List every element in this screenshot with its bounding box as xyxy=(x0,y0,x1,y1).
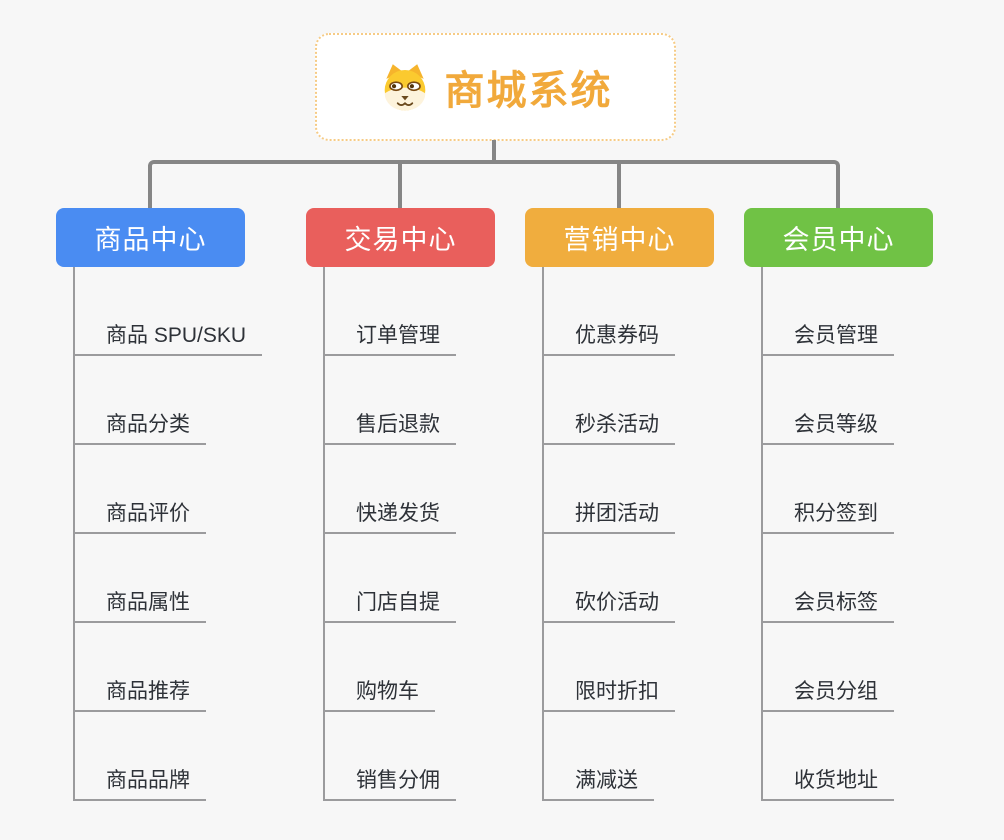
node-product-review: 商品评价 xyxy=(75,445,206,534)
node-product-spu-sku: 商品 SPU/SKU xyxy=(75,267,263,356)
branch-trade-center: 交易中心 订单管理 售后退款 快递发货 门店自提 购物车 销售分佣 xyxy=(306,208,536,801)
node-bargain-activity: 砍价活动 xyxy=(544,534,675,623)
node-spend-and-save: 满减送 xyxy=(544,712,654,801)
connector-drop-trade xyxy=(398,162,402,208)
node-coupon-code: 优惠券码 xyxy=(544,267,675,356)
node-member-group: 会员分组 xyxy=(763,623,894,712)
branch-children-marketing-center: 优惠券码 秒杀活动 拼团活动 砍价活动 限时折扣 满减送 xyxy=(542,267,675,801)
node-product-attribute: 商品属性 xyxy=(75,534,206,623)
node-shipping-address: 收货地址 xyxy=(763,712,894,801)
node-flash-sale: 秒杀活动 xyxy=(544,356,675,445)
node-group-buy: 拼团活动 xyxy=(544,445,675,534)
node-shopping-cart: 购物车 xyxy=(325,623,435,712)
node-order-management: 订单管理 xyxy=(325,267,456,356)
connector-bus xyxy=(148,160,840,208)
node-limited-time-discount: 限时折扣 xyxy=(544,623,675,712)
node-product-category: 商品分类 xyxy=(75,356,206,445)
branch-children-trade-center: 订单管理 售后退款 快递发货 门店自提 购物车 销售分佣 xyxy=(323,267,456,801)
node-member-tag: 会员标签 xyxy=(763,534,894,623)
branch-header-product-center: 商品中心 xyxy=(56,208,245,267)
node-sales-commission: 销售分佣 xyxy=(325,712,456,801)
branch-children-product-center: 商品 SPU/SKU 商品分类 商品评价 商品属性 商品推荐 商品品牌 xyxy=(73,267,263,801)
branch-header-member-center: 会员中心 xyxy=(744,208,933,267)
node-aftersale-refund: 售后退款 xyxy=(325,356,456,445)
node-points-checkin: 积分签到 xyxy=(763,445,894,534)
node-product-brand: 商品品牌 xyxy=(75,712,206,801)
node-express-delivery: 快递发货 xyxy=(325,445,456,534)
branch-children-member-center: 会员管理 会员等级 积分签到 会员标签 会员分组 收货地址 xyxy=(761,267,894,801)
root-node: 商城系统 xyxy=(315,33,676,141)
branch-member-center: 会员中心 会员管理 会员等级 积分签到 会员标签 会员分组 收货地址 xyxy=(744,208,974,801)
branch-product-center: 商品中心 商品 SPU/SKU 商品分类 商品评价 商品属性 商品推荐 商品品牌 xyxy=(56,208,286,801)
node-product-recommend: 商品推荐 xyxy=(75,623,206,712)
branch-header-trade-center: 交易中心 xyxy=(306,208,495,267)
connector-drop-marketing xyxy=(617,162,621,208)
node-member-management: 会员管理 xyxy=(763,267,894,356)
node-member-level: 会员等级 xyxy=(763,356,894,445)
branch-marketing-center: 营销中心 优惠券码 秒杀活动 拼团活动 砍价活动 限时折扣 满减送 xyxy=(525,208,755,801)
root-title: 商城系统 xyxy=(444,69,613,113)
node-store-pickup: 门店自提 xyxy=(325,534,456,623)
dog-face-icon xyxy=(379,61,431,113)
branch-header-marketing-center: 营销中心 xyxy=(525,208,714,267)
connector-root-stem xyxy=(492,140,496,162)
